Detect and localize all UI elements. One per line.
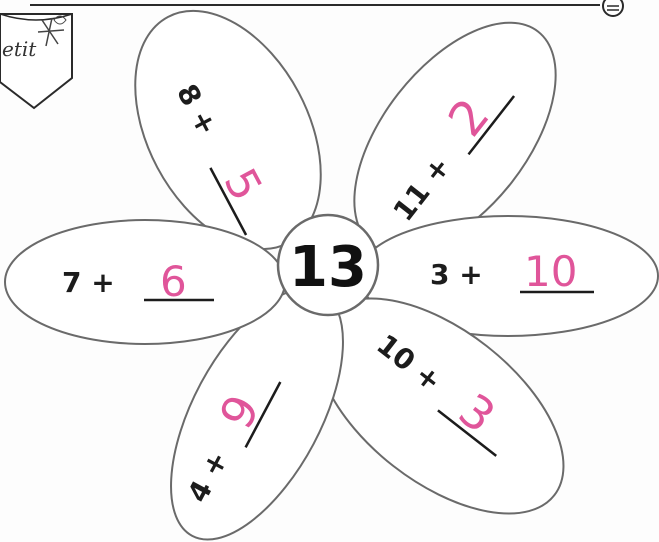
petal-6-answer: 6 [160, 257, 187, 306]
petal-3-prompt: 3 + [430, 258, 483, 291]
corner-label: etit [2, 37, 37, 61]
petal-3-answer: 10 [524, 247, 577, 296]
top-right-icon [603, 0, 623, 16]
corner-badge: etit [0, 14, 72, 108]
petal-left [5, 220, 285, 344]
center-number: 13 [289, 235, 367, 300]
petal-6-prompt: 7 + [62, 266, 115, 299]
